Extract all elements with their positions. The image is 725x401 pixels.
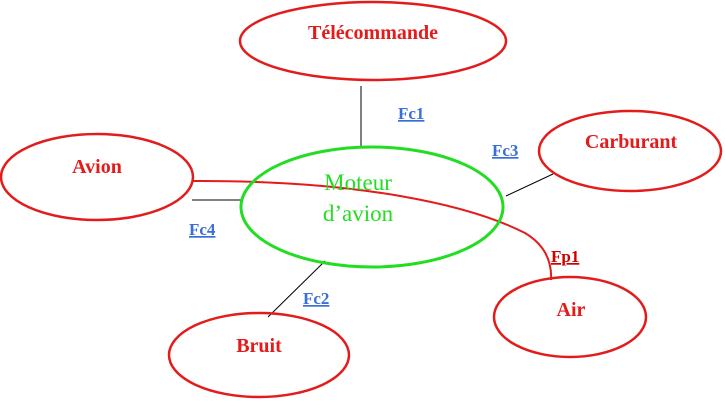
telecommande-label: Télécommande: [308, 22, 438, 44]
bruit-label: Bruit: [236, 335, 282, 357]
connector-fc2: [267, 260, 326, 318]
air-ellipse: [492, 275, 648, 359]
connector-fp1: [191, 179, 553, 281]
fc2-label: Fc2: [303, 289, 329, 308]
avion-ellipse: [0, 132, 195, 222]
bruit-ellipse: [167, 311, 351, 399]
avion-label: Avion: [72, 156, 122, 178]
connector-fc3: [505, 173, 554, 197]
fc1-label: Fc1: [398, 104, 424, 123]
carburant-ellipse: [537, 109, 723, 193]
center-ellipse: [239, 145, 505, 269]
carburant-label: Carburant: [585, 131, 678, 153]
fc4-label: Fc4: [189, 220, 216, 239]
telecommande-ellipse: [238, 0, 508, 82]
fp1-label: Fp1: [551, 247, 579, 266]
fc3-label: Fc3: [492, 141, 518, 160]
center-label-line2: d’avion: [323, 201, 394, 226]
center-label-line1: Moteur: [324, 170, 392, 195]
air-label: Air: [557, 299, 586, 321]
